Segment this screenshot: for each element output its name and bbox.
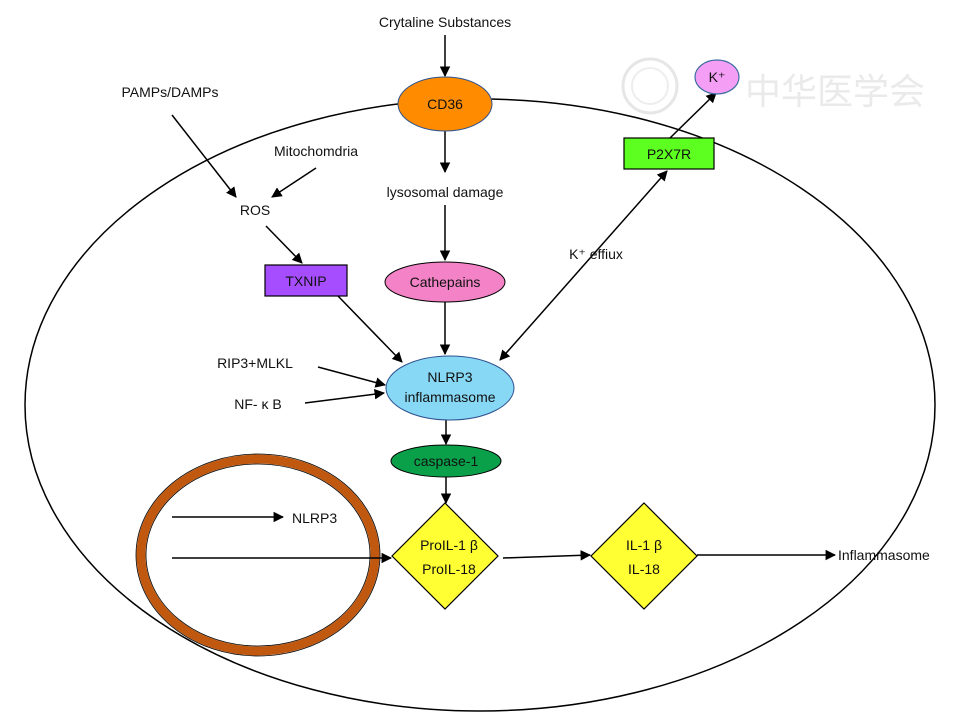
- arrow-pamps-ros: [171, 114, 237, 198]
- proil-node: [391, 502, 499, 610]
- caspase-label: caspase-1: [414, 453, 479, 469]
- txnip-label: TXNIP: [285, 273, 326, 289]
- arrow-ros-txnip: [265, 225, 303, 264]
- arrow-txnip-nlrp3: [337, 295, 403, 363]
- arrow-proil-il: [502, 550, 592, 561]
- cd36-label: CD36: [427, 96, 463, 112]
- nlrp3-inflammasome-node: [385, 355, 515, 421]
- il-label-line2: IL-18: [628, 561, 660, 577]
- p2x7r-node: [623, 137, 715, 170]
- arrow-p2x7r-kplus: [669, 92, 717, 139]
- arrow-rip3-nlrp3: [317, 366, 387, 388]
- rip3-label: RIP3+MLKL: [217, 355, 293, 371]
- proil-label-line1: ProIL-1 β: [420, 537, 478, 553]
- arrow-mito-ros: [271, 167, 317, 198]
- lysosomal-label: lysosomal damage: [387, 184, 504, 200]
- nucleus-nlrp3-label: NLRP3: [292, 510, 337, 526]
- nfkb-label: NF- κ B: [234, 396, 281, 412]
- watermark-text: 中华医学会: [745, 72, 925, 113]
- p2x7r-label: P2X7R: [647, 146, 691, 162]
- il-label-line1: IL-1 β: [626, 537, 662, 553]
- arrow-nlrp3-p2x7r: [499, 170, 668, 361]
- mitochondria-label: Mitochomdria: [274, 143, 358, 159]
- kplus-label: K⁺: [709, 69, 726, 85]
- txnip-node: [264, 264, 348, 297]
- pamps-label: PAMPs/DAMPs: [122, 84, 219, 100]
- cd36-node: [397, 76, 493, 132]
- il-node: [590, 502, 698, 610]
- caspase-1-node: [390, 444, 502, 478]
- cathepains-node: [384, 261, 506, 303]
- k-efflux-label: K⁺ effiux: [569, 246, 623, 262]
- watermark-logo: 中华医学会: [621, 57, 925, 115]
- nucleus: [136, 454, 380, 656]
- crytaline-label: Crytaline Substances: [379, 14, 511, 30]
- arrows: [171, 35, 837, 564]
- proil-label-line2: ProIL-18: [422, 561, 476, 577]
- arrow-nfkb-nlrp3: [304, 388, 386, 404]
- kplus-node: [694, 59, 740, 95]
- ros-label: ROS: [240, 202, 270, 218]
- nlrp3-label-line2: inflammasome: [404, 389, 495, 405]
- inflammasome-label: Inflammasome: [838, 547, 930, 563]
- nlrp3-label-line1: NLRP3: [427, 369, 472, 385]
- cathepains-label: Cathepains: [410, 274, 481, 290]
